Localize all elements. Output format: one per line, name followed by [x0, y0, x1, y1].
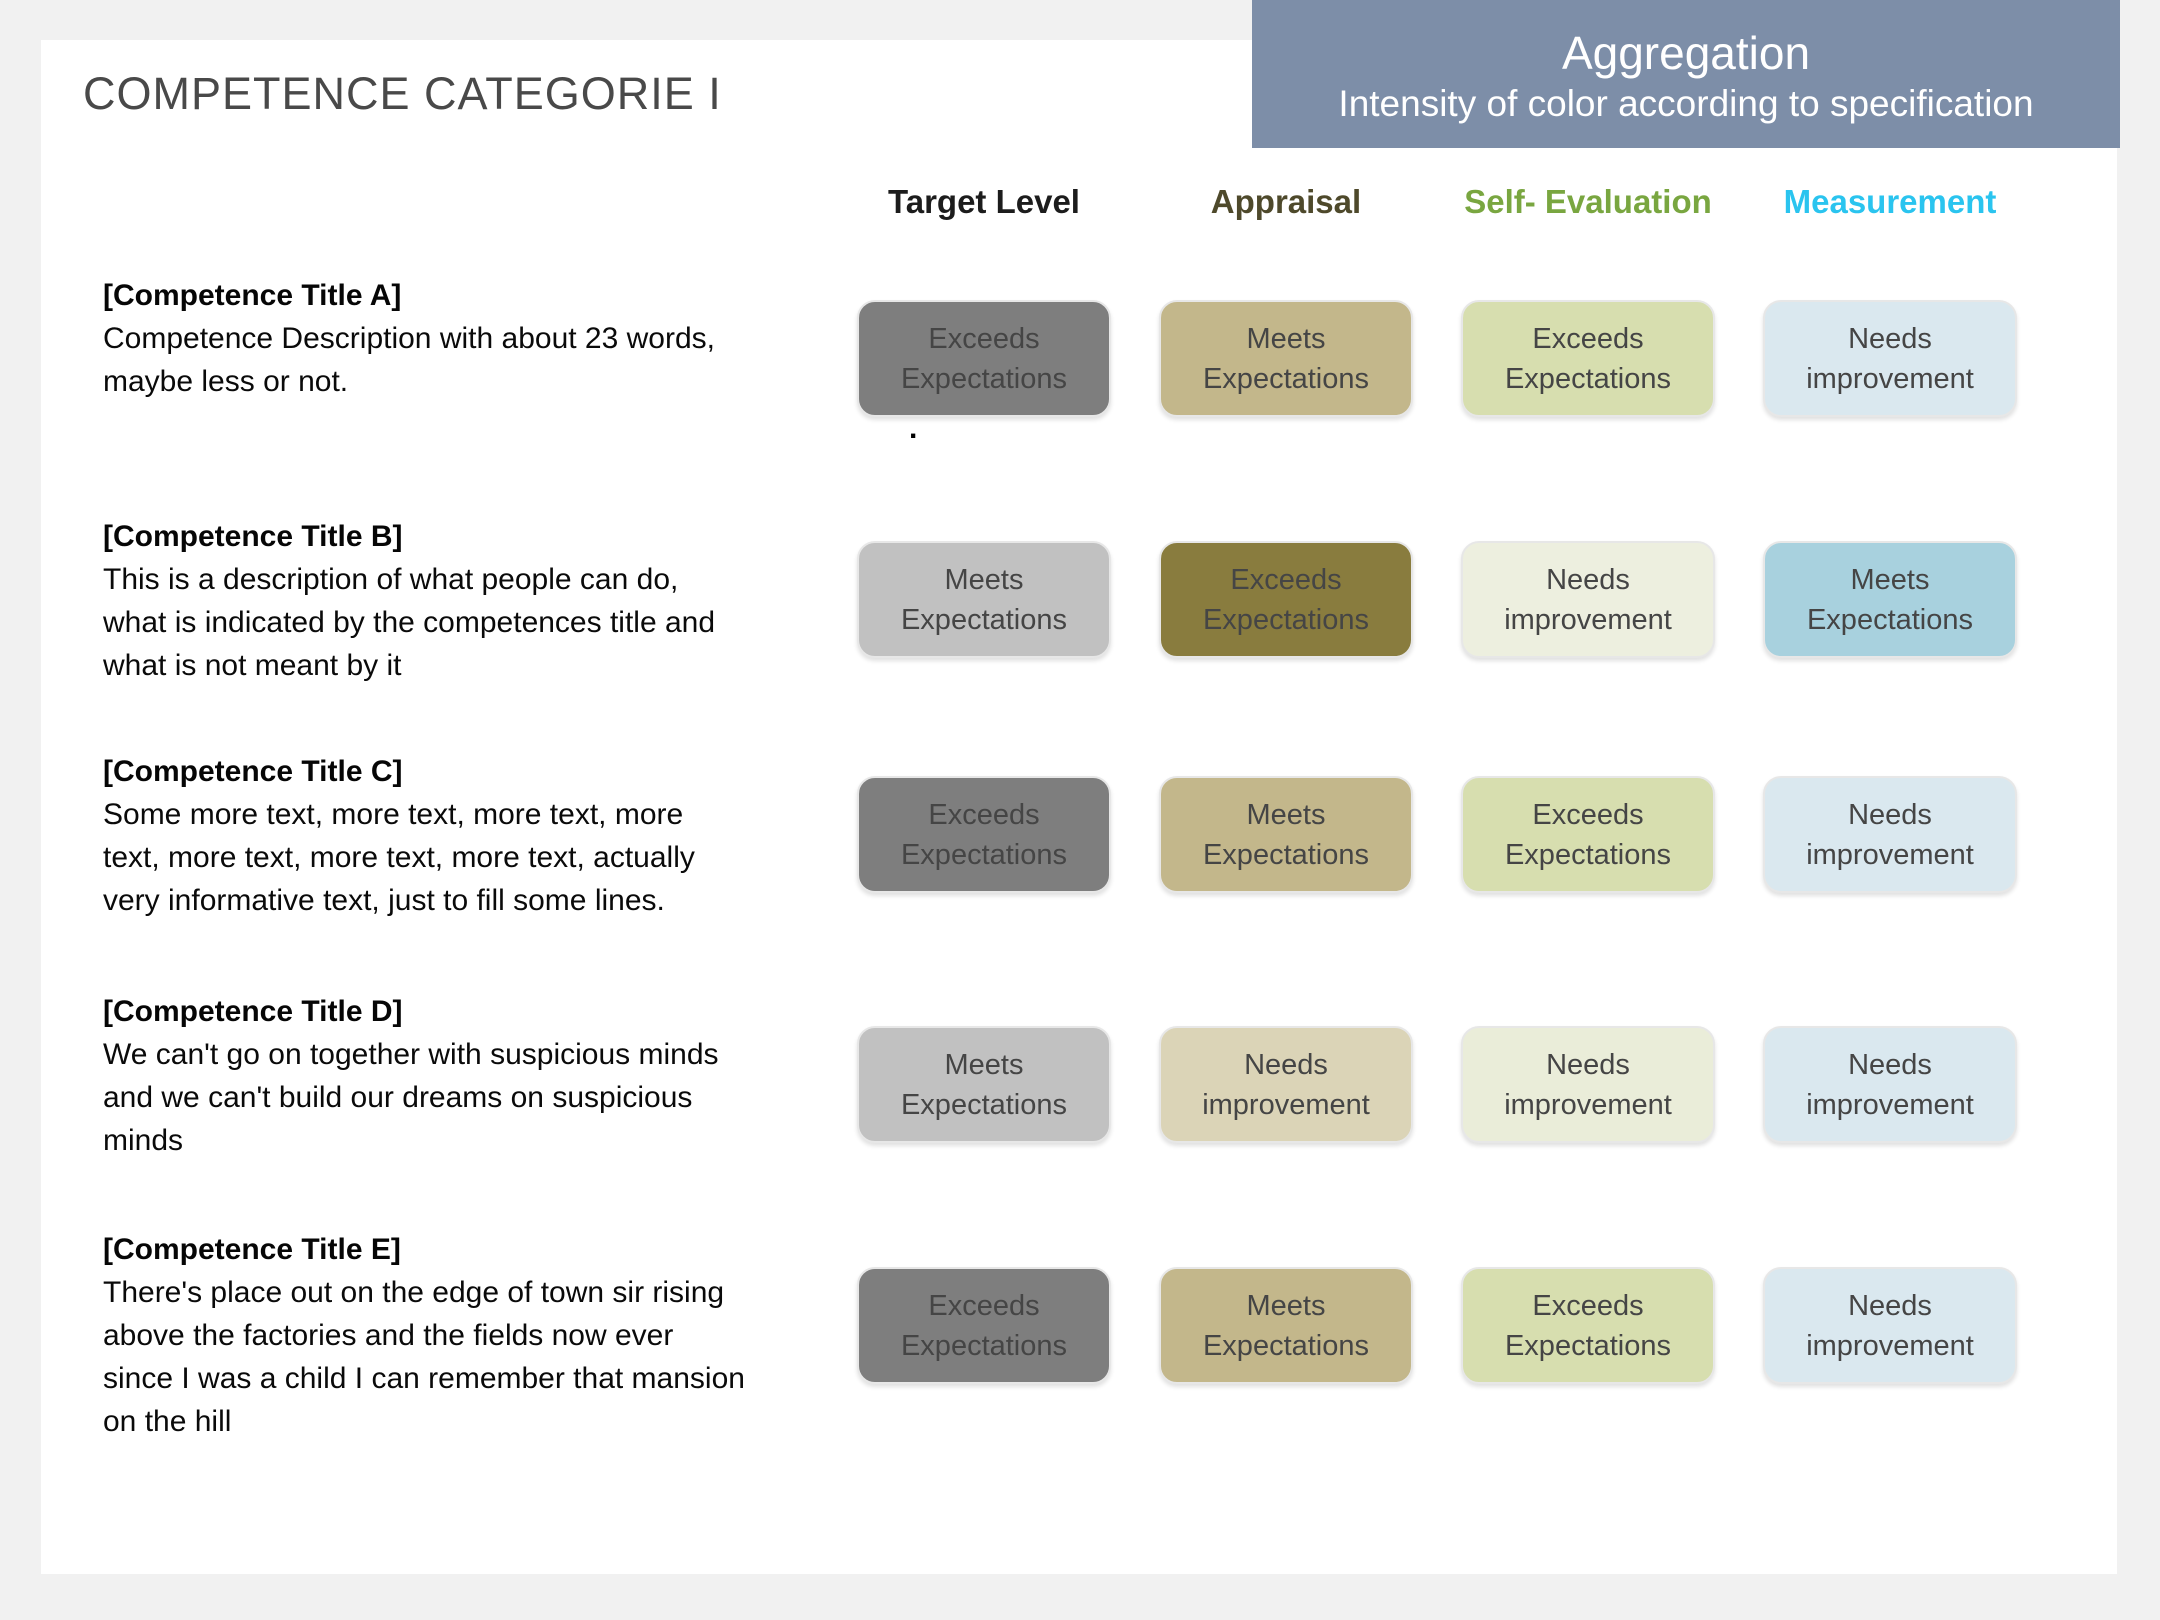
- competence-text-block: [Competence Title C] Some more text, mor…: [103, 750, 803, 922]
- rating-cell-measurement: Needs improvement: [1763, 776, 2017, 893]
- competence-title: [Competence Title D]: [103, 995, 403, 1028]
- competence-title: [Competence Title C]: [103, 755, 403, 788]
- rating-cell-appraisal: Meets Expectations: [1159, 776, 1413, 893]
- competence-text-block: [Competence Title A] Competence Descript…: [103, 274, 803, 403]
- rating-cell-measurement: Needs improvement: [1763, 1267, 2017, 1384]
- competence-description: We can't go on together with suspicious …: [103, 1038, 719, 1157]
- rating-cells: Meets Expectations Needs improvement Nee…: [857, 1026, 2017, 1143]
- rating-cell-appraisal: Exceeds Expectations: [1159, 541, 1413, 658]
- rating-cells: Meets Expectations Exceeds Expectations …: [857, 541, 2017, 658]
- competence-description: This is a description of what people can…: [103, 563, 716, 682]
- rating-cell-target-level: Exceeds Expectations: [857, 1267, 1111, 1384]
- competence-text-block: [Competence Title D] We can't go on toge…: [103, 990, 803, 1162]
- rating-cell-appraisal: Needs improvement: [1159, 1026, 1413, 1143]
- competence-description: Some more text, more text, more text, mo…: [103, 798, 695, 917]
- aggregation-banner: Aggregation Intensity of color according…: [1252, 0, 2120, 148]
- rating-cells: Exceeds Expectations Meets Expectations …: [857, 776, 2017, 893]
- competence-title: [Competence Title A]: [103, 279, 402, 312]
- competence-row-c: [Competence Title C] Some more text, mor…: [103, 755, 2083, 917]
- rating-cell-measurement: Needs improvement: [1763, 1026, 2017, 1143]
- rating-cells: Exceeds Expectations Meets Expectations …: [857, 1267, 2017, 1384]
- rating-cell-target-level: Meets Expectations: [857, 1026, 1111, 1143]
- column-header-measurement: Measurement: [1783, 183, 1997, 220]
- rating-cell-self-evaluation: Needs improvement: [1461, 1026, 1715, 1143]
- competence-row-a: [Competence Title A] Competence Descript…: [103, 279, 2083, 417]
- rating-cell-appraisal: Meets Expectations: [1159, 1267, 1413, 1384]
- rating-cell-self-evaluation: Exceeds Expectations: [1461, 1267, 1715, 1384]
- competence-row-b: [Competence Title B] This is a descripti…: [103, 520, 2083, 682]
- rating-cell-measurement: Needs improvement: [1763, 300, 2017, 417]
- rating-cell-measurement: Meets Expectations: [1763, 541, 2017, 658]
- competence-text-block: [Competence Title E] There's place out o…: [103, 1228, 803, 1443]
- aggregation-banner-subtitle: Intensity of color according to specific…: [1338, 83, 2034, 124]
- rating-cell-target-level: Meets Expectations: [857, 541, 1111, 658]
- competence-description: Competence Description with about 23 wor…: [103, 322, 715, 398]
- competence-row-d: [Competence Title D] We can't go on toge…: [103, 995, 2083, 1157]
- column-header-target-level: Target Level: [888, 183, 1080, 220]
- rating-cells: Exceeds Expectations Meets Expectations …: [857, 300, 2017, 417]
- rating-cell-self-evaluation: Needs improvement: [1461, 541, 1715, 658]
- rating-cell-target-level: Exceeds Expectations: [857, 776, 1111, 893]
- competence-title: [Competence Title B]: [103, 520, 403, 553]
- rating-cell-self-evaluation: Exceeds Expectations: [1461, 300, 1715, 417]
- competence-text-block: [Competence Title B] This is a descripti…: [103, 515, 803, 687]
- stray-period-mark: .: [909, 412, 918, 445]
- column-header-appraisal: Appraisal: [1210, 183, 1362, 220]
- competence-row-e: [Competence Title E] There's place out o…: [103, 1233, 2083, 1438]
- competence-title: [Competence Title E]: [103, 1233, 401, 1266]
- competence-description: There's place out on the edge of town si…: [103, 1276, 745, 1438]
- rating-cell-appraisal: Meets Expectations: [1159, 300, 1413, 417]
- rating-cell-target-level: Exceeds Expectations: [857, 300, 1111, 417]
- column-header-self-evaluation: Self- Evaluation: [1464, 183, 1712, 220]
- column-headers: Target Level Appraisal Self- Evaluation …: [857, 183, 2017, 221]
- rating-cell-self-evaluation: Exceeds Expectations: [1461, 776, 1715, 893]
- slide-card: COMPETENCE CATEGORIE I Target Level Appr…: [41, 40, 2117, 1574]
- aggregation-banner-title: Aggregation: [1561, 27, 1811, 79]
- page-title: COMPETENCE CATEGORIE I: [83, 68, 722, 119]
